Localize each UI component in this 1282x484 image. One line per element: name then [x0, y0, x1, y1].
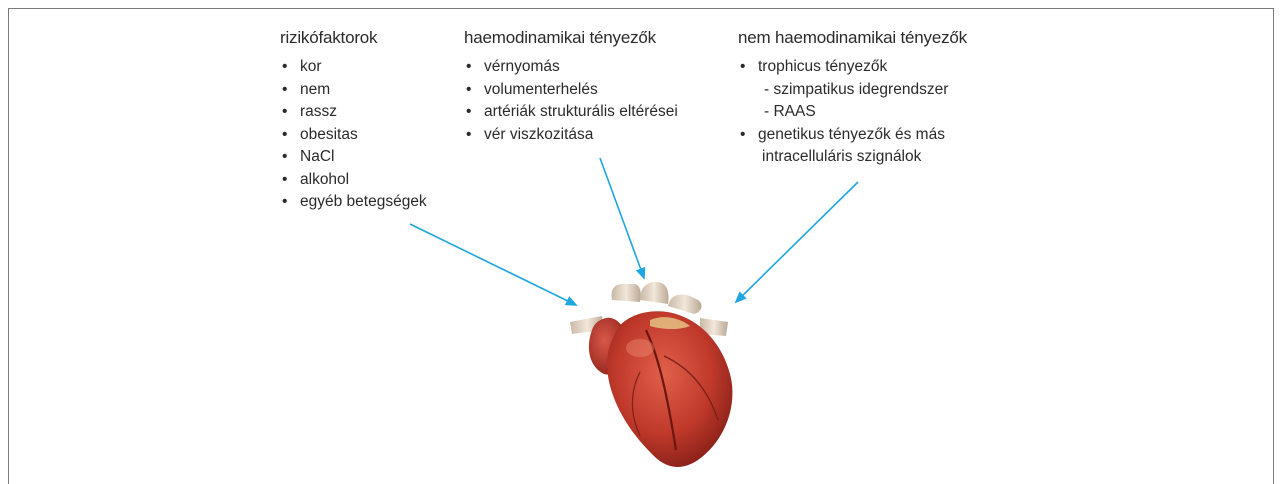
arrow-hemo-to-heart: [600, 158, 644, 278]
arrow-risk-to-heart: [410, 224, 576, 305]
heart-illustration: [570, 282, 732, 467]
arrow-nonhemo-to-heart: [736, 182, 858, 302]
